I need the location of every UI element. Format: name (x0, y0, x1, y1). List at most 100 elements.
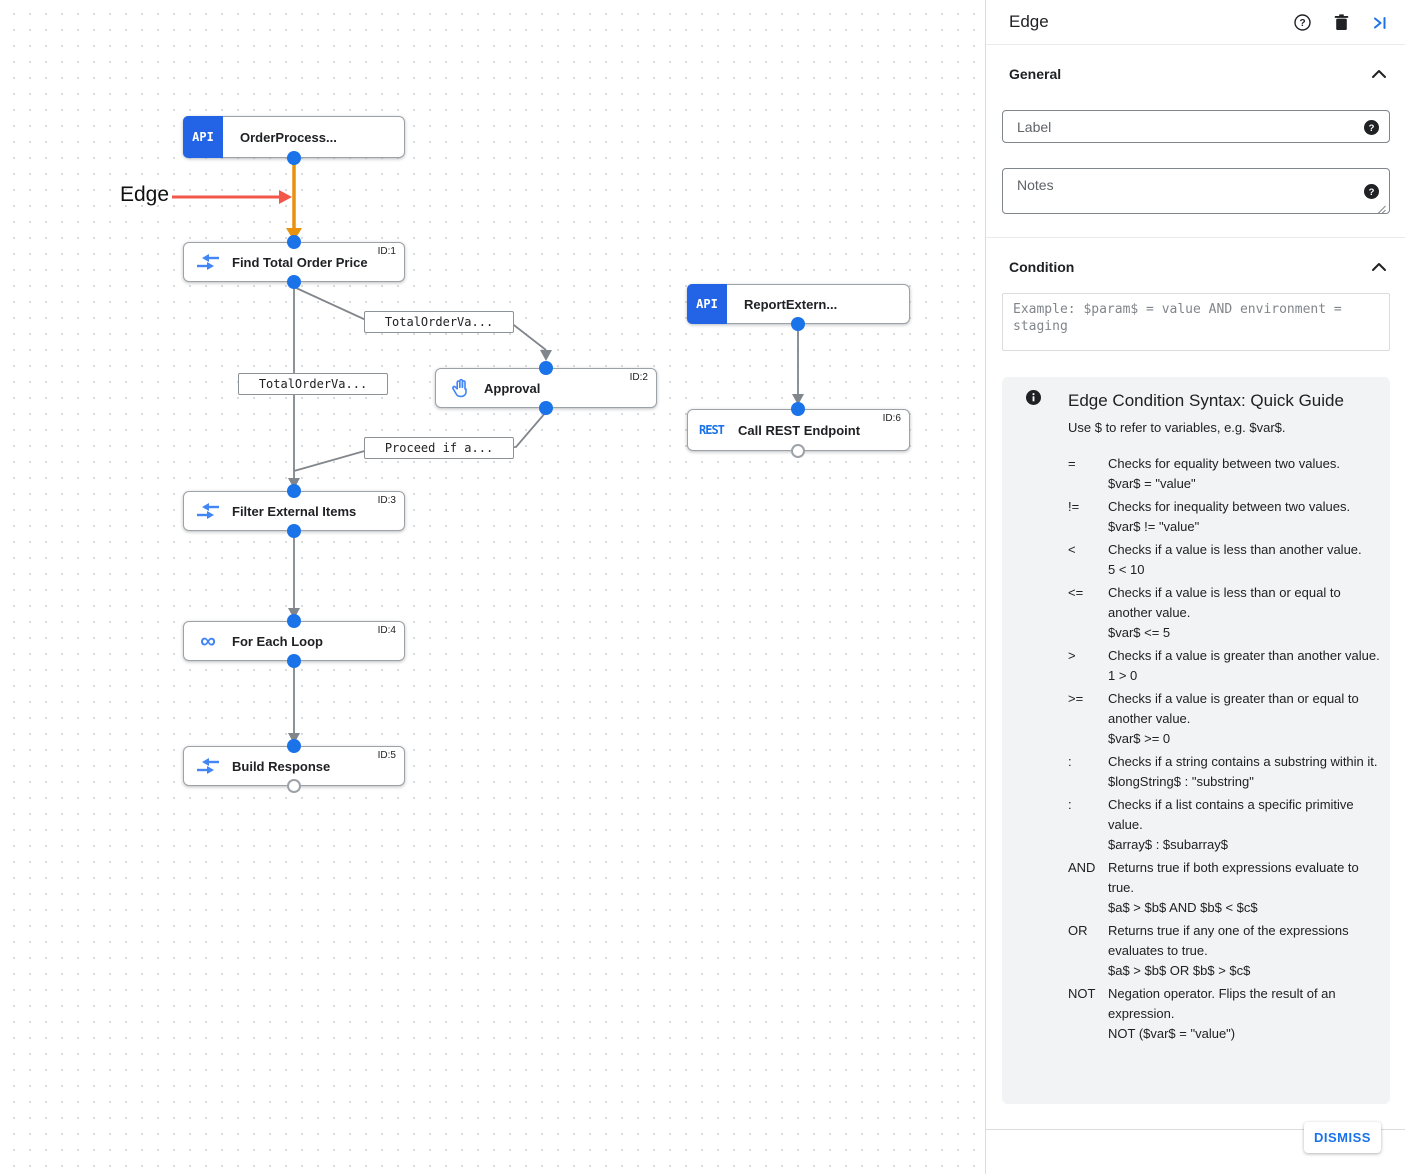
collapse-panel-icon[interactable] (1371, 14, 1389, 32)
edge-annotation-label: Edge (120, 183, 170, 206)
node-title: For Each Loop (232, 633, 323, 649)
guide-row: = Checks for equality between two values… (1068, 454, 1390, 494)
edge-foreach-to-build[interactable] (288, 666, 300, 744)
data-mapping-icon (196, 251, 220, 273)
guide-operator: != (1068, 499, 1080, 514)
condition-heading: Condition (1009, 259, 1075, 275)
guide-desc: Checks if a value is less than another v… (1108, 542, 1362, 557)
port-rest-bottom-open[interactable] (791, 444, 805, 458)
condition-textarea[interactable] (1003, 294, 1389, 350)
loop-icon: ∞ (200, 628, 216, 653)
help-icon[interactable]: ? (1293, 14, 1311, 32)
port-build-bottom-open[interactable] (287, 779, 301, 793)
port-report-bottom[interactable] (791, 317, 805, 331)
guide-row: : Checks if a string contains a substrin… (1068, 752, 1390, 792)
guide-desc: Returns true if both expressions evaluat… (1108, 860, 1359, 895)
edge-report-to-rest[interactable] (792, 329, 804, 405)
guide-desc: Negation operator. Flips the result of a… (1108, 986, 1336, 1021)
port-foreach-bottom[interactable] (287, 654, 301, 668)
node-id-badge: ID:3 (377, 495, 396, 506)
guide-desc: Checks if a list contains a specific pri… (1108, 797, 1354, 832)
label-help-icon[interactable]: ? (1364, 120, 1379, 135)
port-rest-top[interactable] (791, 402, 805, 416)
guide-example: $var$ >= 0 (1108, 731, 1171, 746)
data-mapping-icon (196, 755, 220, 777)
guide-desc: Checks if a value is greater than or equ… (1108, 691, 1359, 726)
guide-example: 5 < 10 (1108, 562, 1145, 577)
guide-operator: : (1068, 797, 1072, 812)
guide-operator: AND (1068, 860, 1096, 875)
node-id-badge: ID:4 (377, 625, 396, 636)
guide-operator: : (1068, 754, 1072, 769)
node-title: ReportExtern... (744, 296, 838, 312)
label-input[interactable] (1003, 111, 1389, 142)
guide-row: > Checks if a value is greater than anot… (1068, 646, 1390, 686)
flow-canvas[interactable]: TotalOrderVa... TotalOrderVa... Proceed … (0, 0, 985, 1174)
edge-label[interactable]: TotalOrderVa... (238, 373, 388, 395)
guide-desc: Checks for equality between two values. (1108, 456, 1340, 471)
guide-example: $a$ > $b$ AND $b$ < $c$ (1108, 900, 1258, 915)
label-field-wrapper: ? (1002, 110, 1390, 143)
guide-operator: = (1068, 456, 1076, 471)
port-filter-top[interactable] (287, 484, 301, 498)
guide-row: >= Checks if a value is greater than or … (1068, 689, 1390, 749)
panel-title: Edge (1009, 12, 1049, 31)
condition-section-header: Condition (1009, 258, 1388, 276)
port-approval-top[interactable] (539, 361, 553, 375)
resize-handle-icon[interactable] (1377, 201, 1386, 214)
guide-row: < Checks if a value is less than another… (1068, 540, 1390, 580)
dismiss-button[interactable]: DISMISS (1304, 1122, 1381, 1153)
notes-field-wrapper: ? (1002, 168, 1390, 214)
node-title: OrderProcess... (240, 129, 337, 145)
port-order-bottom[interactable] (287, 151, 301, 165)
guide-desc: Checks for inequality between two values… (1108, 499, 1351, 514)
node-id-badge: ID:2 (629, 372, 648, 383)
edge-filter-to-foreach[interactable] (288, 536, 300, 619)
guide-title: Edge Condition Syntax: Quick Guide (1068, 391, 1344, 410)
info-icon (1026, 390, 1041, 405)
port-foreach-top[interactable] (287, 614, 301, 628)
guide-operator: >= (1068, 691, 1084, 706)
guide-row: <= Checks if a value is less than or equ… (1068, 583, 1390, 643)
port-approval-bottom[interactable] (539, 401, 553, 415)
guide-desc: Checks if a value is less than or equal … (1108, 585, 1341, 620)
api-icon: API (687, 284, 727, 324)
guide-desc: Returns true if any one of the expressio… (1108, 923, 1349, 958)
notes-help-icon[interactable]: ? (1364, 184, 1379, 199)
guide-example: NOT ($var$ = "value") (1108, 1026, 1236, 1041)
annotation-arrow (172, 190, 292, 204)
chevron-up-icon[interactable] (1370, 258, 1388, 276)
node-call-rest-endpoint[interactable]: REST Call REST Endpoint ID:6 (687, 409, 910, 451)
edge-label[interactable]: Proceed if a... (364, 437, 514, 459)
delete-icon[interactable] (1332, 14, 1350, 32)
edge-order-to-find-selected[interactable] (286, 162, 302, 241)
svg-text:?: ? (1369, 187, 1375, 198)
chevron-up-icon[interactable] (1370, 65, 1388, 83)
edges-layer (172, 162, 804, 744)
guide-example: $a$ > $b$ OR $b$ > $c$ (1108, 963, 1251, 978)
guide-operator: <= (1068, 585, 1084, 600)
port-find-top[interactable] (287, 235, 301, 249)
edge-label[interactable]: TotalOrderVa... (364, 311, 514, 333)
guide-example: 1 > 0 (1108, 668, 1138, 683)
notes-textarea[interactable] (1003, 169, 1389, 213)
api-icon: API (183, 116, 223, 158)
guide-operator: NOT (1068, 986, 1096, 1001)
guide-operator: > (1068, 648, 1076, 663)
node-title: Build Response (232, 758, 331, 774)
guide-desc: Checks if a value is greater than anothe… (1108, 648, 1380, 663)
condition-field-wrapper (1002, 293, 1390, 351)
guide-row: AND Returns true if both expressions eva… (1068, 858, 1390, 918)
data-mapping-icon (196, 500, 220, 522)
guide-row: != Checks for inequality between two val… (1068, 497, 1390, 537)
approval-hand-icon (448, 377, 472, 399)
port-filter-bottom[interactable] (287, 524, 301, 538)
condition-syntax-guide: Edge Condition Syntax: Quick Guide Use $… (1002, 377, 1390, 1104)
guide-row: OR Returns true if any one of the expres… (1068, 921, 1390, 981)
node-title: Approval (484, 380, 541, 396)
port-find-bottom[interactable] (287, 275, 301, 289)
port-build-top[interactable] (287, 739, 301, 753)
guide-intro: Use $ to refer to variables, e.g. $var$. (1068, 420, 1286, 435)
guide-operator: OR (1068, 923, 1088, 938)
